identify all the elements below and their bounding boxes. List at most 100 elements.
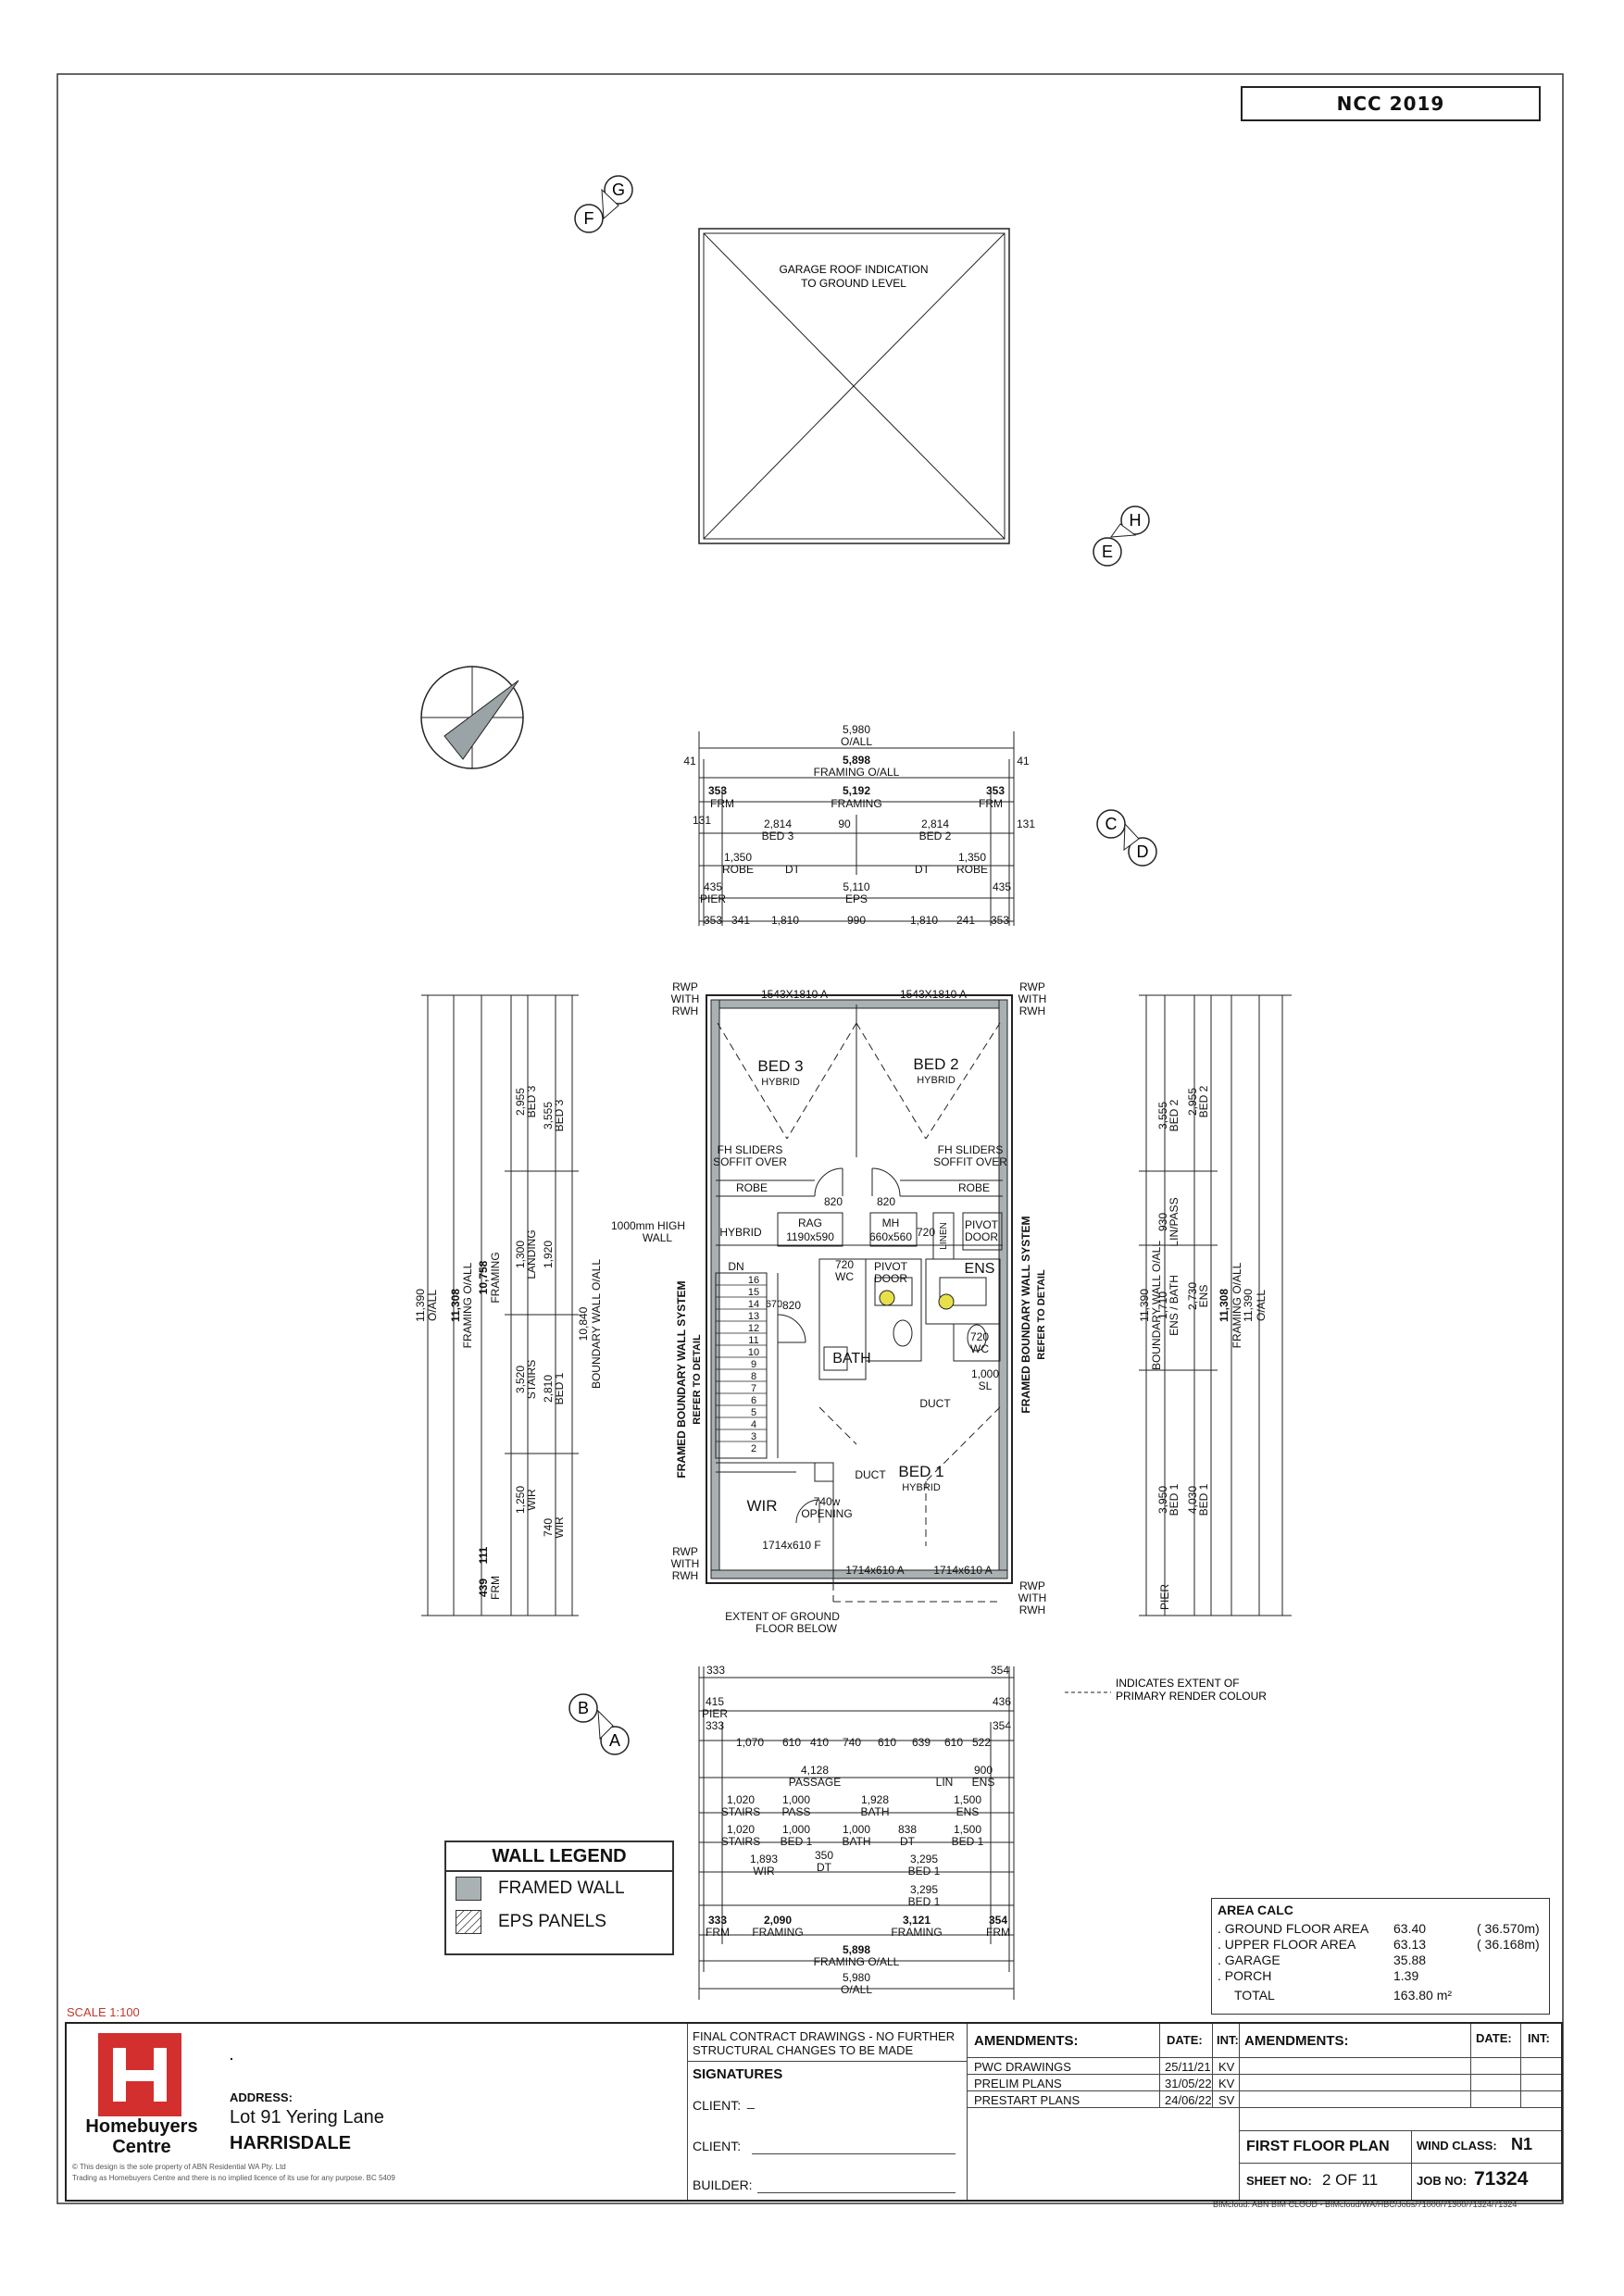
- left-dimensions: [421, 994, 579, 1616]
- top-pier-right: 435: [993, 880, 1011, 893]
- copyright-2: Trading as Homebuyers Centre and there i…: [72, 2174, 395, 2182]
- svg-text:BED 1: BED 1: [908, 1895, 941, 1908]
- right-dim-labels: 11,390 O/ALL 11,308 FRAMING O/ALL 11,390…: [1138, 1085, 1268, 1610]
- wc2-720: 720: [970, 1330, 989, 1343]
- svg-text:1,020: 1,020: [727, 1793, 755, 1806]
- int-header: INT:: [1217, 2033, 1239, 2047]
- right-dimensions: [1139, 994, 1292, 1616]
- svg-text:BED 1: BED 1: [553, 1372, 566, 1404]
- svg-text:ENS: ENS: [956, 1805, 980, 1818]
- fbws-right: FRAMED BOUNDARY WALL SYSTEM: [1019, 1216, 1032, 1413]
- top-framing-mid: 5,192: [843, 784, 870, 797]
- svg-text:3,555: 3,555: [542, 1102, 555, 1129]
- legend-eps-label: EPS PANELS: [498, 1912, 606, 1931]
- brand-line-1: Homebuyers: [85, 2116, 198, 2137]
- top-framing-mid-label: FRAMING: [831, 797, 881, 810]
- duct-1: DUCT: [919, 1397, 951, 1410]
- svg-text:BED 1: BED 1: [1197, 1483, 1210, 1516]
- marker-g: G: [612, 181, 625, 199]
- svg-text:5,980: 5,980: [843, 1971, 870, 1984]
- stair-step-number: 9: [751, 1359, 756, 1370]
- left-dim-labels: 11,390 O/ALL 11,308 FRAMING O/ALL 10,758…: [414, 1085, 603, 1600]
- robe-left: ROBE: [736, 1181, 768, 1194]
- room-ens: ENS: [965, 1261, 995, 1277]
- stair-step-number: 3: [751, 1431, 756, 1442]
- svg-text:STAIRS: STAIRS: [721, 1805, 760, 1818]
- svg-text:3,295: 3,295: [910, 1853, 938, 1866]
- svg-text:2,955: 2,955: [514, 1088, 527, 1116]
- top-131-right: 131: [1017, 817, 1035, 830]
- top-framing: 5,898: [843, 754, 870, 767]
- top-frm-left: 353: [708, 784, 727, 797]
- rwh-3: RWH: [672, 1569, 698, 1582]
- wind-class-value: N1: [1511, 2135, 1533, 2153]
- final-note-2: STRUCTURAL CHANGES TO BE MADE: [693, 2043, 914, 2057]
- win-bed1-b: 1714x610 A: [933, 1564, 992, 1577]
- top-overall-label: O/ALL: [841, 735, 872, 748]
- svg-text:BED 1: BED 1: [952, 1835, 984, 1848]
- svg-text:1,070: 1,070: [736, 1736, 764, 1749]
- pivot-door-label-1b: DOOR: [965, 1230, 998, 1243]
- address-line-1: Lot 91 Yering Lane: [230, 2107, 384, 2128]
- svg-text:PRIMARY RENDER COLOUR: PRIMARY RENDER COLOUR: [1116, 1690, 1267, 1703]
- top-131-left: 131: [693, 814, 711, 827]
- legend-framed-row: FRAMED WALL: [446, 1872, 672, 1905]
- with-1: WITH: [671, 992, 700, 1005]
- rwh-2: RWH: [1019, 1004, 1045, 1017]
- svg-text:WIR: WIR: [553, 1516, 566, 1539]
- sheet-label: SHEET NO:: [1246, 2174, 1312, 2188]
- top-frm-right-label: FRM: [979, 797, 1003, 810]
- address-label: ADDRESS:: [230, 2090, 293, 2104]
- win-wir: 1714x610 F: [762, 1539, 820, 1552]
- amendment-name: PRESTART PLANS: [974, 2093, 1081, 2107]
- top-dt-left: DT: [785, 863, 801, 876]
- stair-step-number: 7: [751, 1383, 756, 1394]
- svg-text:LIN: LIN: [936, 1776, 954, 1789]
- top-frm-left-label: FRM: [710, 797, 734, 810]
- homebuyers-logo: Homebuyers Centre: [81, 2033, 202, 2157]
- top-dimensions: [698, 731, 1015, 926]
- hybrid-hall: HYBRID: [719, 1226, 762, 1239]
- svg-text:ENS: ENS: [1197, 1285, 1210, 1308]
- svg-text:838: 838: [898, 1823, 917, 1836]
- marker-h: H: [1130, 511, 1142, 530]
- svg-text:333: 333: [708, 1914, 727, 1927]
- ncc-label: NCC 2019: [1241, 86, 1541, 121]
- duct-2: DUCT: [855, 1468, 886, 1481]
- door-820-a: 820: [824, 1195, 843, 1208]
- with-4: WITH: [1018, 1591, 1047, 1604]
- amendment-int: KV: [1218, 2060, 1235, 2074]
- svg-text:FRM: FRM: [706, 1926, 730, 1939]
- stair-step-number: 2: [751, 1443, 756, 1454]
- svg-text:610: 610: [782, 1736, 801, 1749]
- wc-720: 720: [835, 1258, 854, 1271]
- top-pier-left: 435: [704, 880, 722, 893]
- stair-step-number: 15: [748, 1287, 759, 1298]
- amendment-name: PWC DRAWINGS: [974, 2060, 1071, 2074]
- brand-line-2: Centre: [112, 2137, 171, 2157]
- svg-text:FRAMING: FRAMING: [752, 1926, 803, 1939]
- pivot-door-label-2: PIVOT: [874, 1260, 908, 1273]
- svg-text:639: 639: [912, 1736, 931, 1749]
- amendment-date: 31/05/22: [1165, 2077, 1212, 2090]
- wall-note-1: 1000mm HIGH: [611, 1219, 685, 1232]
- int-header-2: INT:: [1528, 2031, 1550, 2045]
- svg-text:10,758: 10,758: [477, 1260, 490, 1294]
- ncc-text: NCC 2019: [1336, 93, 1445, 115]
- svg-text:1,020: 1,020: [727, 1823, 755, 1836]
- top-41-left: 41: [683, 755, 696, 767]
- svg-text:350: 350: [815, 1849, 833, 1862]
- pivot-door-label-1: PIVOT: [965, 1218, 999, 1231]
- extent-2: FLOOR BELOW: [756, 1622, 838, 1635]
- rwp-4: RWP: [1019, 1579, 1045, 1592]
- svg-text:2,730: 2,730: [1186, 1282, 1199, 1310]
- wall-note-2: WALL: [643, 1231, 673, 1244]
- job-value: 71324: [1474, 2168, 1529, 2190]
- svg-text:333: 333: [706, 1664, 725, 1677]
- rwp-2: RWP: [1019, 980, 1045, 993]
- amendments-header-2: AMENDMENTS:: [1244, 2033, 1349, 2049]
- address-line-2: HARRISDALE: [230, 2133, 352, 2153]
- legend-framed-label: FRAMED WALL: [498, 1878, 625, 1898]
